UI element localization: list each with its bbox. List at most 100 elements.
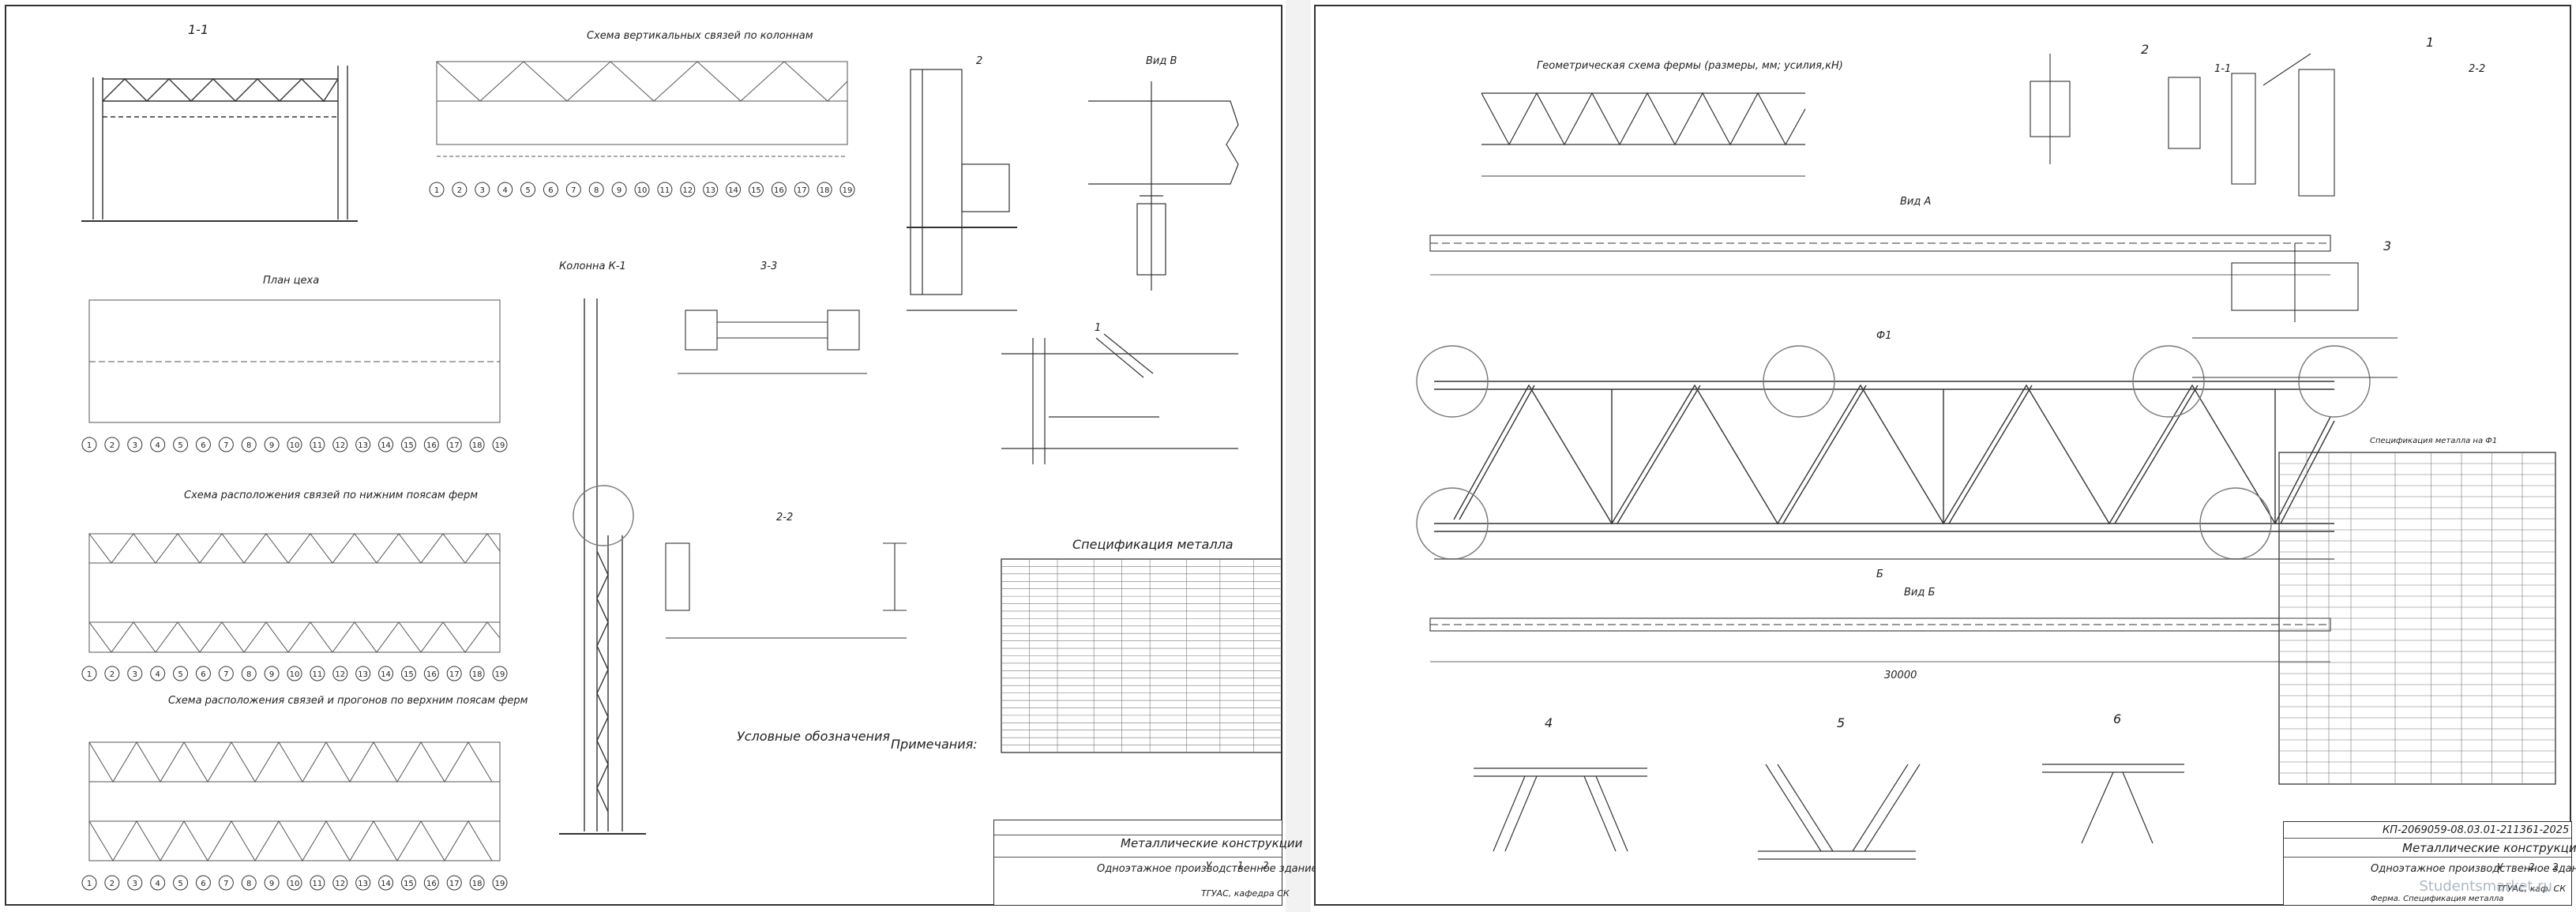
grid-axis-bubble: [492, 875, 508, 891]
grid-axis-bubble: [378, 875, 394, 891]
grid-axis-label: 15: [404, 880, 414, 888]
grid-axis-bubble: [446, 875, 462, 891]
grid-axis-label: 11: [660, 186, 670, 195]
grid-axis-label: 8: [246, 441, 251, 450]
drawing-sheet-2: Геометрическая схема фермы (размеры, мм;…: [1314, 5, 2576, 906]
grid-axis-bubble: [543, 182, 558, 197]
grid-axis-label: 13: [358, 880, 368, 888]
node-1-title: 1: [1095, 322, 1102, 334]
grid-axis-label: 17: [797, 186, 807, 195]
grid-axis-label: 4: [155, 670, 160, 679]
grid-axis-bubble: [332, 666, 348, 681]
grid-axis-bubble: [218, 875, 234, 891]
grid-axis-bubble: [423, 666, 439, 681]
grid-axis-bubble: [748, 182, 764, 197]
grid-axis-label: 15: [404, 441, 414, 450]
grid-axis-bubble: [520, 182, 536, 197]
grid-axis-bubble: [475, 182, 490, 197]
grid-axis-label: 2: [110, 880, 115, 888]
grid-axis-bubble: [310, 437, 325, 452]
title-block-org: ТГУАС, кафедра СК: [1201, 888, 1290, 899]
view-b-strip: [1429, 617, 2331, 662]
grid-axis-label: 4: [155, 441, 160, 450]
plan-title: План цеха: [263, 275, 320, 287]
grid-axis-bubble: [150, 875, 166, 891]
grid-axis-label: 10: [290, 880, 300, 888]
grid-axis-bubble: [195, 875, 211, 891]
grid-axis-bubble: [423, 437, 439, 452]
grid-axis-bubble: [378, 437, 394, 452]
grid-axis-label: 12: [682, 186, 693, 195]
grid-axis-label: 17: [449, 441, 460, 450]
section-2-2-title: 2-2: [776, 512, 794, 524]
grid-axis-label: 10: [637, 186, 648, 195]
grid-axis-label: 16: [774, 186, 784, 195]
grid-axis-label: 9: [269, 880, 274, 888]
watermark: Studentsmarket.ru: [2419, 878, 2552, 895]
grid-axis-bubble: [310, 666, 325, 681]
grid-axis-label: 6: [201, 441, 205, 450]
title-block-sheet2: КП-2069059-08.03.01-211361-2025 Металлич…: [2283, 821, 2576, 906]
grid-axis-bubble: [241, 875, 257, 891]
grid-axis-bubble: [429, 182, 445, 197]
title-block-sheet: 1: [1237, 860, 1244, 871]
grid-axis-label: 16: [426, 670, 437, 679]
column-k1: [559, 298, 646, 835]
node-4-title: 4: [1545, 715, 1553, 730]
grid-axis-bubble: [355, 875, 371, 891]
grid-axis-bubble: [565, 182, 581, 197]
node-6: [2042, 764, 2184, 844]
grid-axis-bubble: [446, 666, 462, 681]
grid-axis-label: 6: [201, 880, 205, 888]
grid-axis-label: 14: [728, 186, 738, 195]
grid-axis-label: 13: [358, 441, 368, 450]
node-5-title: 5: [1837, 715, 1846, 730]
grid-axis-bubble: [492, 437, 508, 452]
view-b-title: Вид Б: [1904, 587, 1936, 599]
grid-axis-bubble: [150, 437, 166, 452]
grid-axis-bubble: [264, 875, 280, 891]
grid-axis-bubble: [794, 182, 809, 197]
title-block-drawing: Ферма. Спецификация металла: [2371, 895, 2504, 903]
grid-axis-label: 17: [449, 880, 460, 888]
title-block-discipline: Металлические конструкции: [1121, 836, 1303, 850]
grid-axis-label: 16: [426, 880, 437, 888]
grid-axis-label: 11: [313, 880, 323, 888]
grid-axis-label: 12: [335, 441, 345, 450]
grid-axis-label: 18: [472, 670, 483, 679]
grid-axis-label: 10: [290, 670, 300, 679]
metal-spec-rows: [1001, 559, 1282, 752]
grid-axis-bubble: [423, 875, 439, 891]
top-chord-bracing: [88, 741, 501, 861]
section-1-1-title: 1-1: [2214, 63, 2232, 75]
node-1-drawing: [1001, 333, 1238, 464]
grid-axis-bubble: [173, 875, 189, 891]
sheet-gap: [1286, 0, 1311, 912]
legend-title: Условные обозначения: [737, 729, 891, 744]
grid-axis-label: 4: [502, 186, 507, 195]
grid-axis-label: 16: [426, 441, 437, 450]
grid-axis-label: 13: [705, 186, 715, 195]
grid-axis-label: 14: [381, 670, 391, 679]
grid-axis-label: 12: [335, 670, 345, 679]
grid-axis-bubble: [400, 875, 416, 891]
node-2-drawing: [907, 69, 1017, 311]
sheet2-graphics: [1416, 53, 2556, 860]
grid-axis-bubble: [127, 666, 143, 681]
node-2-title: 2: [976, 55, 983, 67]
grid-axis-bubble: [771, 182, 787, 197]
grid-axis-bubble: [104, 437, 120, 452]
grid-axis-label: 9: [269, 670, 274, 679]
title-block-sheets: 2: [2552, 861, 2559, 873]
grid-axis-bubble: [492, 666, 508, 681]
grid-axis-bubble: [469, 666, 485, 681]
title-block-sheets: 2: [1263, 860, 1269, 871]
truss-f1: [1416, 345, 2371, 560]
node-2-title: 2: [2141, 42, 2150, 57]
metal-spec-title: Спецификация металла: [1072, 537, 1234, 552]
node-4: [1474, 768, 1647, 852]
frame-section-1-1: [81, 66, 358, 222]
grid-axis-bubble: [634, 182, 650, 197]
